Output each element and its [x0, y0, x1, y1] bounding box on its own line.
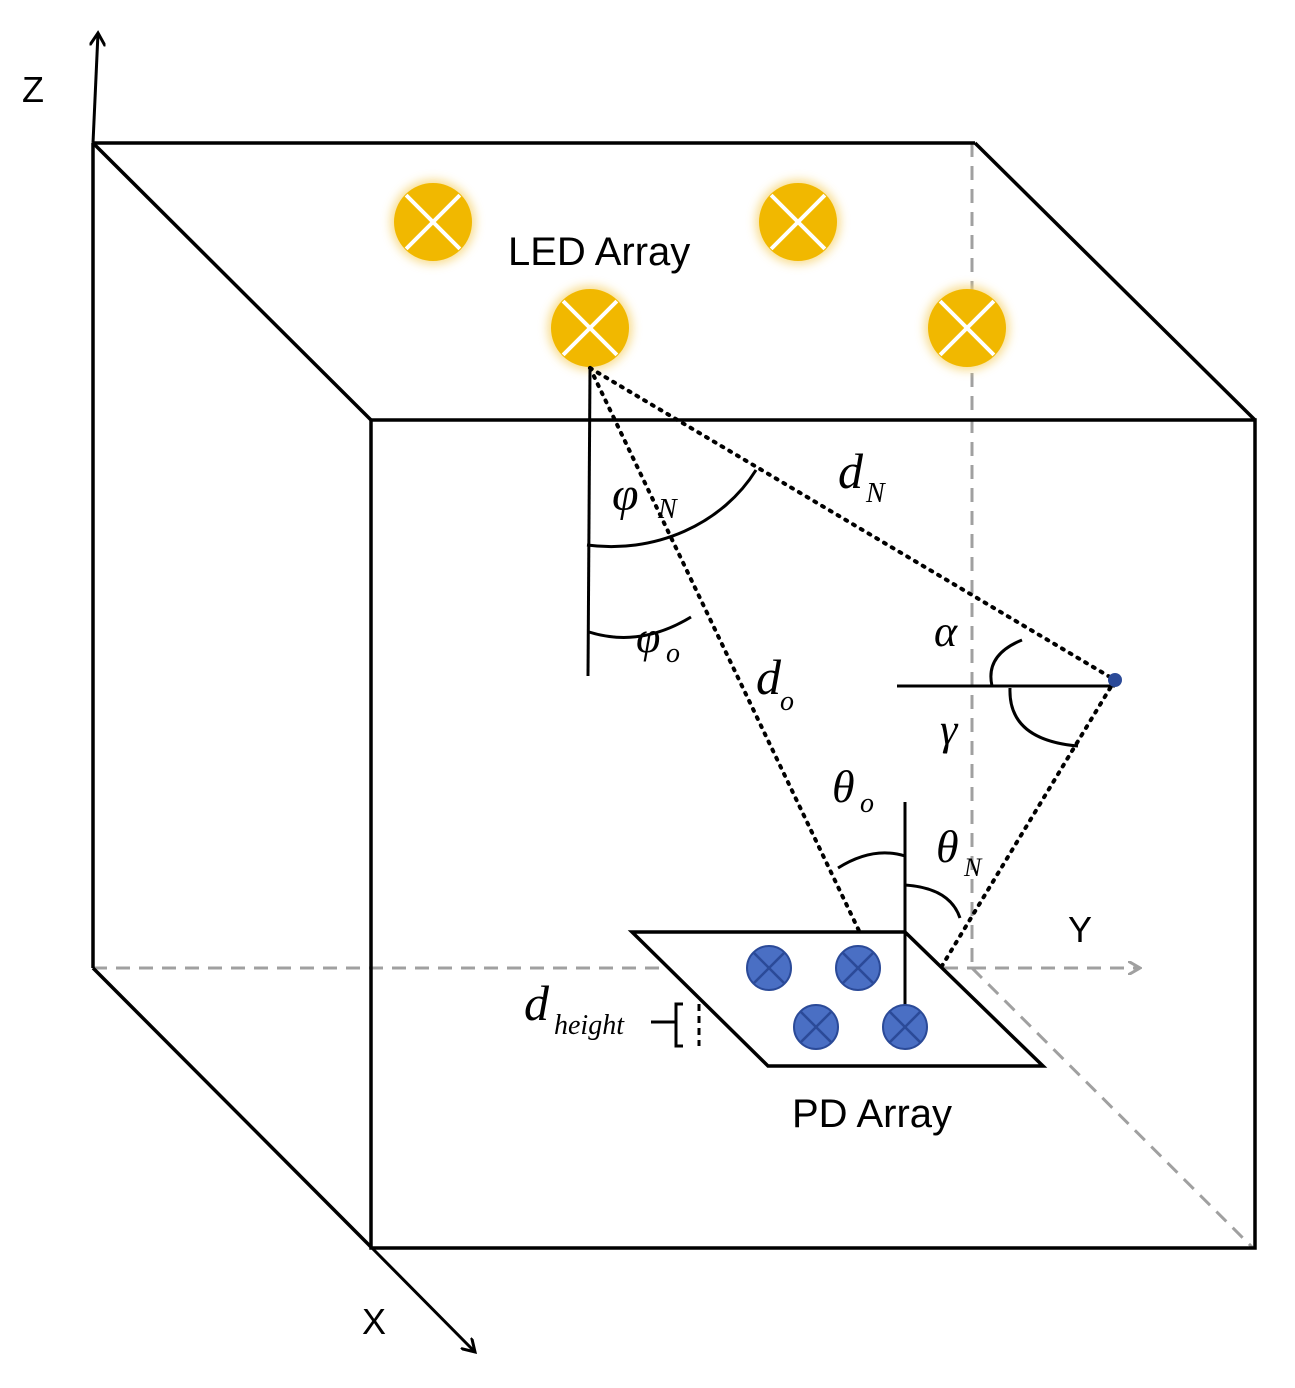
ceiling-right-edge	[973, 141, 1257, 422]
photodiode-cross-icon	[793, 1004, 839, 1050]
hidden-edges	[93, 143, 1254, 1249]
d-n-main: d	[838, 443, 864, 499]
x-axis-label: X	[362, 1301, 386, 1342]
d-n-sub: N	[865, 478, 886, 509]
reflection-point	[1108, 673, 1122, 687]
phi-n-sub: N	[657, 494, 678, 525]
x-axis-arrow	[369, 1245, 475, 1352]
led-cross-icon	[391, 180, 475, 264]
d-o-main: d	[756, 649, 782, 705]
led-cross-icon	[925, 286, 1009, 370]
phi-n-symbol: φ N	[612, 468, 678, 525]
d-o-sub: o	[780, 686, 794, 717]
photodiode-cross-icon	[835, 945, 881, 991]
phi-n-main: φ	[612, 468, 639, 521]
phi-o-symbol: φ o	[636, 613, 680, 669]
d-height-sub: height	[554, 1010, 625, 1041]
theta-n-main: θ	[936, 821, 959, 872]
pd-array-label: PD Array	[792, 1092, 952, 1136]
floor-left-edge	[91, 966, 373, 1249]
angle-arcs	[586, 469, 1079, 919]
room-box	[91, 141, 1257, 1250]
phi-o-sub: o	[666, 638, 680, 669]
height-bracket-brace	[674, 1002, 683, 1048]
led-array-label: LED Array	[508, 230, 690, 274]
phi-o-main: φ	[636, 613, 660, 662]
alpha-arc	[989, 638, 1023, 687]
front-face	[369, 418, 1257, 1250]
theta-n-arc	[904, 883, 962, 919]
alpha-symbol: α	[934, 607, 958, 656]
theta-o-arc	[837, 851, 906, 870]
phi-o-arc	[588, 615, 692, 639]
led-normal-line	[586, 367, 592, 677]
ray-led-to-reflector	[588, 366, 1117, 682]
d-height-main: d	[524, 975, 550, 1031]
theta-n-sub: N	[963, 853, 983, 882]
theta-o-sub: o	[860, 788, 874, 819]
theta-o-main: θ	[832, 761, 855, 812]
pd-array	[746, 945, 928, 1050]
floor-right-edge	[970, 966, 1254, 1249]
gamma-arc	[1008, 687, 1079, 748]
rays	[588, 366, 1117, 1029]
led-cross-icon	[756, 180, 840, 264]
y-axis-label: Y	[1068, 909, 1092, 950]
photodiode-cross-icon	[882, 1004, 928, 1050]
d-n-symbol: d N	[838, 443, 886, 509]
d-o-symbol: d o	[756, 649, 794, 717]
z-axis-arrow	[93, 33, 98, 144]
pd-platform	[627, 930, 1048, 1068]
z-axis-label: Z	[22, 69, 44, 110]
photodiode-cross-icon	[746, 945, 792, 991]
d-height-symbol: d height	[524, 975, 625, 1041]
phi-n-arc	[586, 469, 758, 549]
theta-n-symbol: θ N	[936, 821, 983, 882]
led-array	[391, 180, 1009, 370]
gamma-symbol: γ	[940, 705, 959, 754]
ceiling-left-edge	[91, 141, 373, 422]
led-cross-icon	[548, 286, 632, 370]
theta-o-symbol: θ o	[832, 761, 874, 819]
height-bracket	[651, 1002, 701, 1048]
